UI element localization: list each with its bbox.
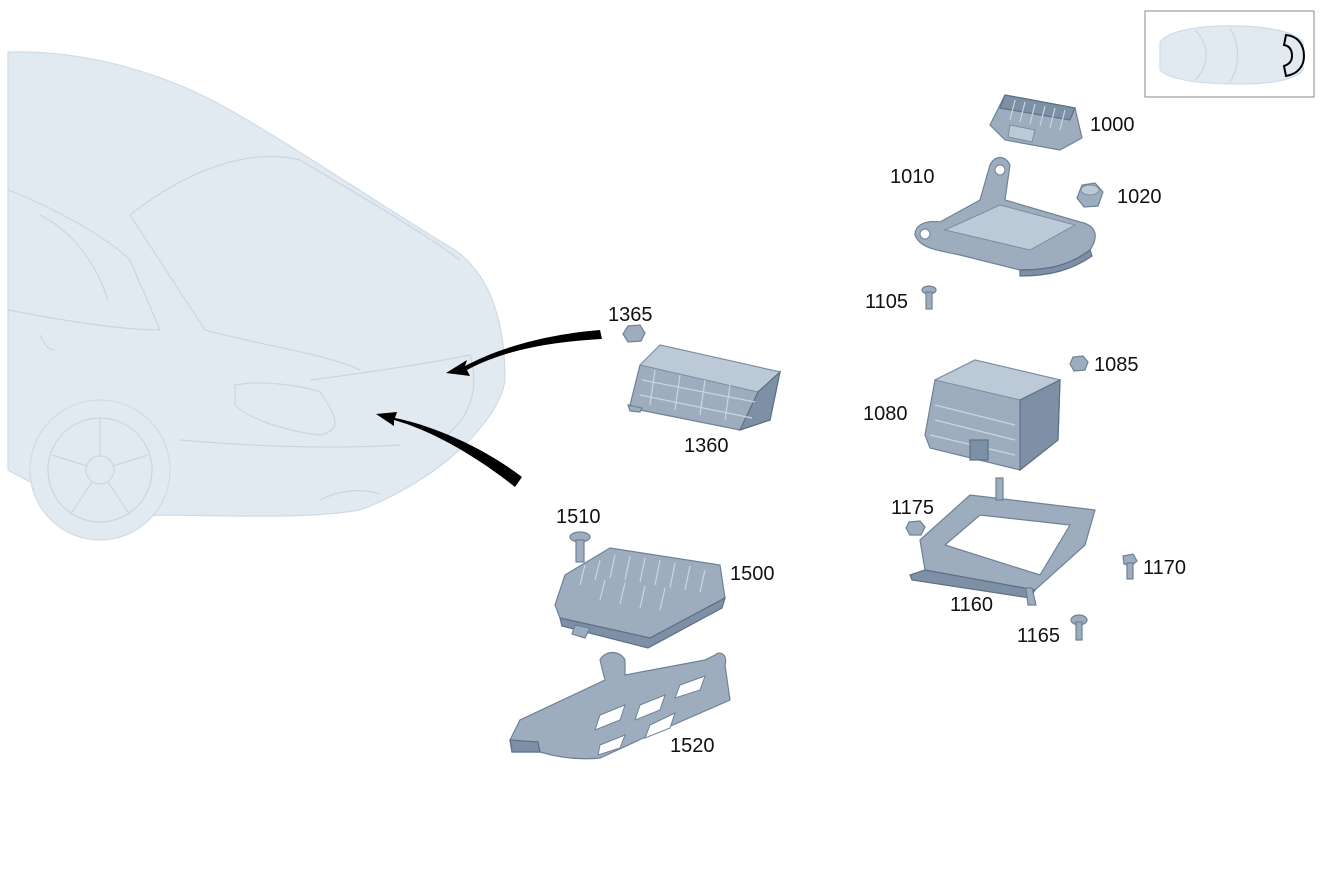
part-1085-nut <box>1069 355 1089 372</box>
label-1105: 1105 <box>865 291 908 313</box>
car-rear-illustration <box>7 51 506 541</box>
label-1085: 1085 <box>1094 354 1139 376</box>
label-1360: 1360 <box>684 435 729 457</box>
label-1500: 1500 <box>730 563 775 585</box>
label-1510: 1510 <box>556 506 601 528</box>
part-1500-fuse-box <box>554 547 726 649</box>
label-1010: 1010 <box>890 166 935 188</box>
label-1000: 1000 <box>1090 114 1135 136</box>
part-1160-frame <box>909 477 1096 606</box>
part-1105-screw <box>921 285 937 310</box>
label-1165: 1165 <box>1017 625 1060 647</box>
label-1520: 1520 <box>670 735 715 757</box>
locator-thumbnail <box>1144 10 1315 98</box>
part-1520-bracket-plate <box>509 651 731 760</box>
arrow-lower <box>376 412 522 487</box>
car-location-icon <box>1159 25 1304 85</box>
part-1170-screw <box>1122 553 1138 580</box>
part-1080-control-unit <box>924 359 1062 472</box>
label-1170: 1170 <box>1143 557 1186 579</box>
label-1365: 1365 <box>608 304 653 326</box>
part-1020-nut <box>1076 182 1104 208</box>
part-1000-module <box>989 94 1083 151</box>
label-1020: 1020 <box>1117 186 1162 208</box>
part-1165-screw <box>1070 614 1088 641</box>
part-1010-bracket <box>914 156 1096 277</box>
label-1080: 1080 <box>863 403 908 425</box>
label-1175: 1175 <box>891 497 934 519</box>
part-labels: 1000 1010 1020 1105 1085 1080 1175 1170 … <box>556 114 1186 757</box>
part-1175-nut <box>905 520 926 536</box>
install-arrows <box>376 330 602 487</box>
label-1160: 1160 <box>950 594 993 616</box>
part-1360-module <box>627 344 782 432</box>
part-1365-nut <box>622 324 646 343</box>
arrow-upper <box>446 330 602 376</box>
part-1510-screw <box>569 531 591 563</box>
